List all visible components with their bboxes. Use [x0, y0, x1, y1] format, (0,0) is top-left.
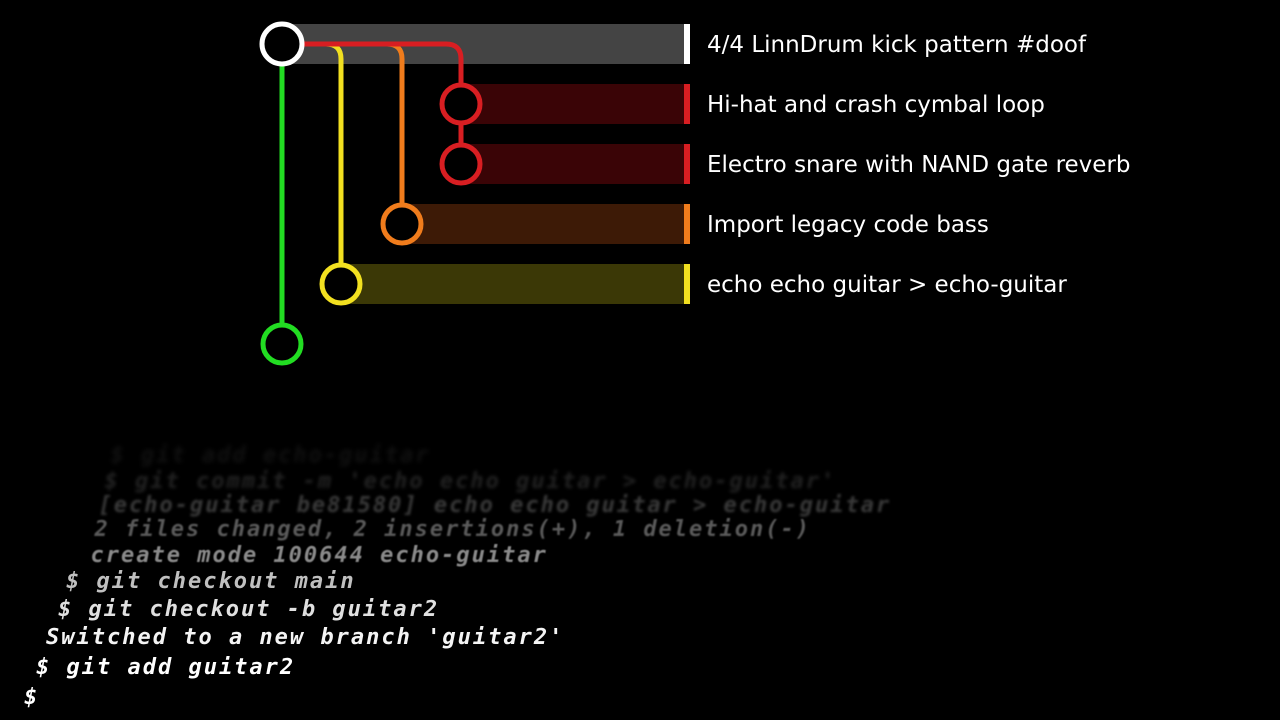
branch-lines — [279, 41, 464, 347]
terminal-line: $ git checkout -b guitar2 — [58, 597, 440, 622]
commit-label-guitar: echo echo guitar > echo-guitar — [707, 272, 1067, 298]
branch-line-guitar — [297, 41, 344, 287]
commit-band-hihat — [461, 84, 684, 124]
commit-label-hihat: Hi-hat and crash cymbal loop — [707, 92, 1045, 118]
commit-band-snare — [461, 144, 684, 184]
commit-label-snare: Electro snare with NAND gate reverb — [707, 152, 1131, 178]
branch-line-drums — [297, 41, 464, 167]
terminal-line: $ git commit -m 'echo echo guitar > echo… — [74, 469, 837, 494]
accent-bar-snare — [684, 144, 690, 184]
terminal-line: $ git add guitar2 — [36, 655, 296, 680]
commit-node-bass — [380, 202, 424, 246]
commit-node-guitar — [319, 262, 363, 306]
commit-nodes — [259, 21, 483, 366]
commit-graph: 4/4 LinnDrum kick pattern #doof Hi-hat a… — [259, 21, 1131, 366]
commit-label-kick: 4/4 LinnDrum kick pattern #doof — [707, 32, 1087, 58]
terminal-line: 2 files changed, 2 insertions(+), 1 dele… — [64, 517, 812, 542]
accent-bar-bass — [684, 204, 690, 244]
commit-accents — [684, 24, 690, 304]
commit-node-hihat — [439, 82, 483, 126]
terminal-prompt[interactable]: $ — [24, 685, 40, 710]
commit-node-main-head — [260, 322, 304, 366]
terminal-line: $ git add echo-guitar — [80, 443, 431, 468]
terminal-output: $ git add echo-guitar $ git commit -m 'e… — [0, 430, 1280, 720]
terminal-line: $ git checkout main — [66, 569, 356, 594]
terminal-line: [echo-guitar be81580] echo echo guitar >… — [68, 493, 892, 518]
accent-bar-kick — [684, 24, 690, 64]
commit-band-guitar — [341, 264, 684, 304]
accent-bar-guitar — [684, 264, 690, 304]
commit-band-bass — [402, 204, 684, 244]
commit-node-kick — [259, 21, 305, 67]
terminal-line: create mode 100644 echo-guitar — [60, 543, 548, 568]
commit-labels: 4/4 LinnDrum kick pattern #doof Hi-hat a… — [707, 32, 1131, 298]
commit-bands — [282, 24, 684, 304]
terminal-line: Switched to a new branch 'guitar2' — [46, 625, 565, 650]
commit-node-snare — [439, 142, 483, 186]
commit-label-bass: Import legacy code bass — [707, 212, 989, 238]
accent-bar-hihat — [684, 84, 690, 124]
branch-line-bass — [297, 41, 405, 227]
